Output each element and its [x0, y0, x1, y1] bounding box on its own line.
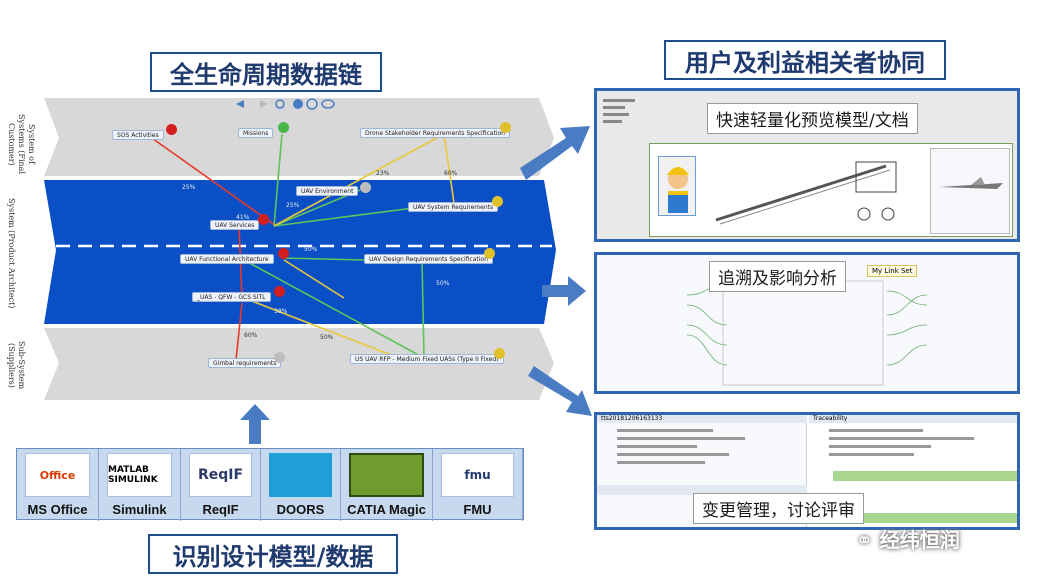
preview-caption: 快速轻量化预览模型/文档 — [707, 103, 918, 134]
drone-model-icon — [930, 148, 1010, 234]
status-badge — [484, 248, 495, 259]
node-uas-qfw[interactable]: _UAS - QFW - GCS SITL — [192, 292, 271, 302]
status-badge — [166, 124, 177, 135]
model-viewport[interactable] — [649, 143, 1013, 237]
node-uav-services[interactable]: UAV Services — [210, 220, 260, 230]
trace-caption: 追溯及影响分析 — [709, 261, 846, 292]
change-left-header: tts20181206163133 — [601, 415, 663, 422]
tool-label: Simulink — [112, 502, 167, 517]
percent-label: 60% — [444, 170, 458, 177]
change-management-panel: tts20181206163133 Traceability 变更管理，讨论评审 — [594, 412, 1020, 530]
percent-label: 23% — [376, 170, 390, 177]
engineer-avatar — [658, 156, 696, 216]
status-badge — [500, 122, 511, 133]
arrow-to-change — [528, 366, 592, 416]
collaboration-title: 用户及利益相关者协同 — [664, 40, 946, 80]
traceability-panel: 追溯及影响分析 My Link Set — [594, 252, 1020, 394]
wechat-icon: ⚭ — [856, 528, 873, 552]
tool-label: FMU — [463, 502, 492, 517]
simulink-icon: MATLAB SIMULINK — [107, 453, 172, 497]
watermark-text: 经纬恒润 — [879, 528, 960, 552]
up-arrow — [240, 404, 270, 444]
watermark-logo: ⚭ 经纬恒润 — [856, 524, 960, 553]
percent-label: 25% — [286, 202, 300, 209]
level-label-subsystem: Sub-System (Suppliers) — [7, 340, 26, 390]
change-right-header: Traceability — [813, 415, 848, 422]
node-uav-design-requirements[interactable]: UAV Design Requirements Specification — [364, 254, 493, 264]
preview-panel: 快速轻量化预览模型/文档 — [594, 88, 1020, 242]
selected-row-highlight[interactable] — [833, 471, 1017, 481]
node-uav-environment[interactable]: UAV Environment — [296, 186, 359, 196]
status-badge — [494, 348, 505, 359]
status-badge — [274, 286, 285, 297]
tool-tile[interactable]: Office MS Office — [17, 449, 99, 521]
office-icon: Office — [25, 453, 90, 497]
status-badge — [278, 248, 289, 259]
status-badge — [360, 182, 371, 193]
reqif-icon: ReqIF — [189, 453, 252, 497]
tool-tile[interactable]: ReqIF ReqIF — [181, 449, 261, 521]
tool-label: DOORS — [276, 502, 325, 517]
status-badge — [278, 122, 289, 133]
node-uav-system-requirements[interactable]: UAV System Requirements — [408, 202, 499, 212]
percent-label: 41% — [236, 214, 250, 221]
status-badge — [492, 196, 503, 207]
link-set-tag[interactable]: My Link Set — [867, 265, 918, 277]
tool-label: CATIA Magic — [347, 502, 426, 517]
percent-label: 38% — [274, 308, 288, 315]
change-right-tree[interactable] — [829, 429, 999, 485]
node-uav-functional-architecture[interactable]: UAV Functional Architecture — [180, 254, 274, 264]
node-us-uav-rfp[interactable]: US UAV RFP - Medium Fixed UASs (Type II … — [350, 354, 504, 364]
tool-tile[interactable]: CATIA Magic — [341, 449, 433, 521]
node-drone-requirements[interactable]: Drone Stakeholder Requirements Specifica… — [360, 128, 510, 138]
status-badge — [274, 352, 285, 363]
change-caption: 变更管理，讨论评审 — [693, 493, 864, 524]
change-left-tree[interactable] — [617, 429, 777, 485]
lifecycle-data-chain: System of Systems (Final Customer) Syste… — [4, 98, 556, 408]
model-tree[interactable] — [603, 99, 635, 139]
percent-label: 50% — [436, 280, 450, 287]
tool-tile[interactable]: MATLAB SIMULINK Simulink — [99, 449, 181, 521]
catia-icon — [349, 453, 424, 497]
fmu-icon: fmu — [441, 453, 514, 497]
tool-tile[interactable]: DOORS — [261, 449, 341, 521]
arrow-to-trace — [542, 276, 586, 306]
chain-background — [44, 98, 556, 400]
doors-icon — [269, 453, 332, 497]
conveyor-model-icon — [715, 161, 897, 225]
design-tools-bar: Office MS Office MATLAB SIMULINK Simulink Re… — [16, 448, 524, 521]
percent-label: 60% — [244, 332, 258, 339]
lifecycle-title: 全生命周期数据链 — [150, 52, 382, 92]
identify-title: 识别设计模型/数据 — [148, 534, 398, 574]
percent-label: 50% — [320, 334, 334, 341]
arrow-to-preview — [520, 126, 590, 180]
node-missions[interactable]: Missions — [238, 128, 274, 138]
status-badge — [258, 214, 269, 225]
level-label-sos: System of Systems (Final Customer) — [7, 114, 36, 174]
percent-label: 25% — [182, 184, 196, 191]
tool-label: ReqIF — [202, 502, 239, 517]
node-gimbal-requirements[interactable]: Gimbal requirements — [208, 358, 282, 368]
tool-label: MS Office — [27, 502, 88, 517]
node-sos-activities[interactable]: SOS Activities — [112, 130, 164, 140]
level-label-system: System (Product Architect) — [7, 197, 16, 309]
percent-label: 50% — [304, 246, 318, 253]
